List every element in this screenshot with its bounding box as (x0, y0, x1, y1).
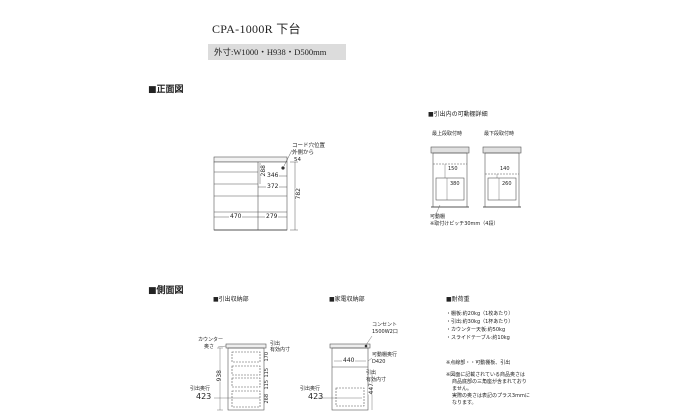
dim-372: 372 (266, 183, 280, 190)
drawer-depth-value: 423 (196, 392, 212, 401)
cord-hole-value: 54 (294, 157, 301, 163)
drawer-inner-2: 有効内寸 (270, 347, 291, 353)
note-depth-1: ※図面に記載されている商品奥さは (446, 372, 526, 378)
load-item-3: ・カウンター天板:約50kg (446, 327, 506, 333)
load-capacity-heading: ■耐荷重 (446, 296, 470, 303)
load-item-2: ・引出:約30kg（1杯あたり） (446, 319, 514, 325)
load-item-1: ・棚板:約20kg（1枚あたり） (446, 311, 514, 317)
appliance-inner-2: 有効内寸 (366, 377, 387, 383)
note-dotted: ※点線部・・可動棚板、引出 (446, 360, 511, 366)
outlet-label-1: コンセント (372, 322, 398, 328)
shelf-depth-1: 可動棚奥行 (372, 352, 398, 358)
shelf-left-upper: 150 (448, 166, 458, 172)
dim-346: 346 (266, 172, 280, 179)
note-depth-3: ません。 (452, 386, 472, 392)
shelf-note-2: ※取付けピッチ30mm（4段） (430, 221, 499, 227)
drawer-inner-1: 引出 (270, 341, 281, 347)
shelf-right-label: 最下段取付時 (484, 131, 515, 137)
counter-depth-1: カウンター (198, 337, 224, 343)
counter-depth-2: 奥さ (204, 344, 215, 350)
load-item-4: ・スライドテーブル:約10kg (446, 335, 510, 341)
dimension-bar (208, 44, 346, 60)
drawer-depth-label: 引出奥行 (190, 386, 211, 392)
cord-hole-note-1: コード穴位置 (292, 143, 326, 149)
outer-dimensions: 外寸:W1000・H938・D500mm (214, 47, 327, 57)
shelf-right-upper: 140 (500, 166, 510, 172)
dim-470: 470 (229, 213, 243, 220)
dim-279: 279 (265, 213, 279, 220)
shelf-detail-heading: ■引出内の可動棚詳細 (428, 111, 488, 118)
appliance-dim-447: 447 (368, 383, 375, 395)
shelf-depth-2: D420 (372, 359, 386, 365)
drawer-section-heading: ■引出収納部 (213, 296, 249, 303)
shelf-left-lower: 380 (450, 181, 460, 187)
note-depth-4: 実際の奥さは表記のプラス3mmに (452, 393, 530, 399)
shelf-note-1: 可動棚 (430, 214, 446, 220)
note-depth-5: なります。 (452, 400, 477, 406)
side-view-heading: ■側面図 (148, 286, 184, 296)
note-depth-2: 商品底部の三角座が含まれており (452, 379, 527, 385)
shelf-left-label: 最上段取付時 (432, 131, 463, 137)
appliance-section-heading: ■家電収納部 (329, 296, 365, 303)
appliance-dim-440: 440 (342, 357, 356, 364)
cord-hole-note-2: 外側から (292, 150, 315, 156)
outlet-label-2: 1500W2口 (372, 329, 398, 335)
front-view-heading: ■正面図 (148, 85, 184, 95)
shelf-right-lower: 260 (502, 181, 512, 187)
appliance-inner-1: 引出 (366, 370, 377, 376)
appliance-depth-value: 423 (308, 392, 324, 401)
product-title: CPA-1000R 下台 (212, 22, 301, 36)
appliance-depth-label: 引出奥行 (300, 386, 321, 392)
